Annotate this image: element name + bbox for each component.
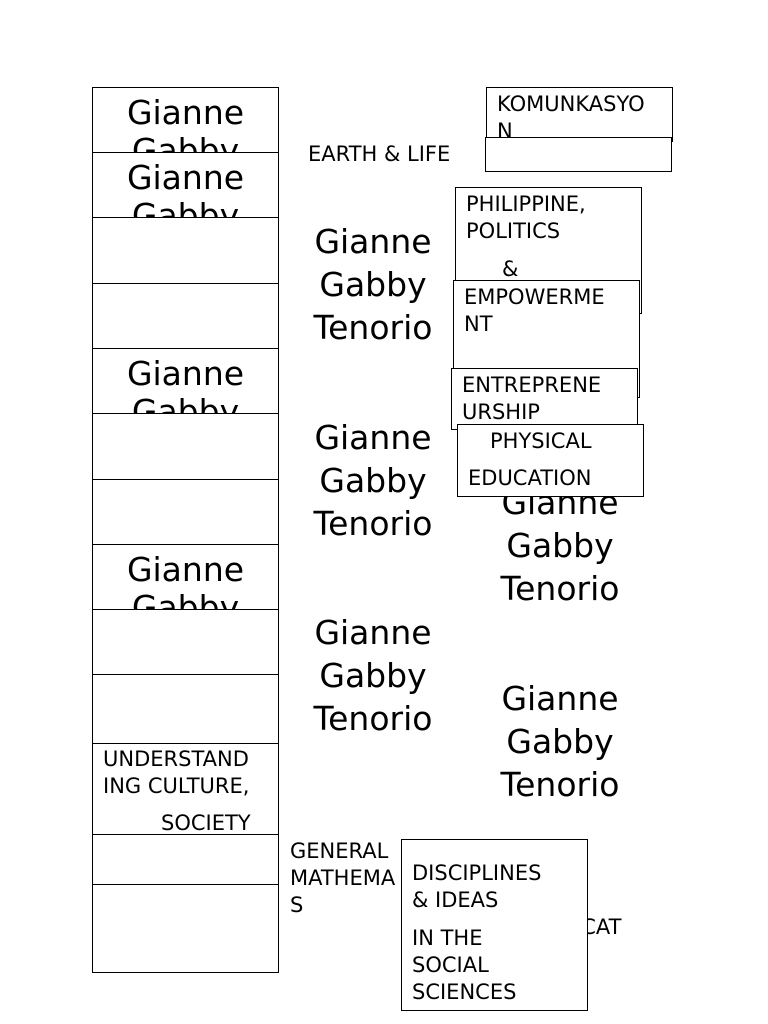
left-cell-8-text: Gianne Gabby bbox=[126, 550, 245, 610]
disciplines-box: DISCIPLINES & IDEAS IN THE SOCIAL SCIENC… bbox=[401, 839, 588, 1011]
left-cell-6 bbox=[92, 413, 279, 480]
name-block-4: Gianne Gabby Tenorio bbox=[500, 483, 620, 608]
left-cell-2-text: Gianne Gabby bbox=[126, 158, 245, 218]
entrepreneurship-box: ENTREPRENE URSHIP bbox=[451, 368, 638, 430]
left-cell-11: UNDERSTAND ING CULTURE, SOCIETY bbox=[92, 743, 279, 835]
name-block-2: Gianne Gabby Tenorio bbox=[313, 418, 433, 543]
left-cell-10 bbox=[92, 674, 279, 744]
understanding-culture-text: UNDERSTAND ING CULTURE, bbox=[103, 747, 250, 798]
empowerment-text: EMPOWERME NT bbox=[464, 285, 605, 336]
general-math-label: GENERAL MATHEMA S bbox=[290, 839, 396, 917]
name-block-5: Gianne Gabby Tenorio bbox=[500, 679, 620, 804]
society-text: SOCIETY bbox=[161, 811, 251, 835]
left-cell-2: Gianne Gabby bbox=[92, 152, 279, 218]
left-cell-13 bbox=[92, 884, 279, 973]
komunikasyon-box: KOMUNKASYO N bbox=[486, 87, 673, 142]
earth-life-box bbox=[485, 137, 672, 172]
left-cell-12 bbox=[92, 834, 279, 885]
left-cell-8: Gianne Gabby bbox=[92, 544, 279, 610]
in-the-social-text: IN THE SOCIAL SCIENCES bbox=[412, 926, 517, 1004]
ampersand-text: & bbox=[502, 257, 519, 281]
physical-text: PHYSICAL bbox=[490, 429, 592, 453]
left-cell-5-text: Gianne Gabby bbox=[126, 354, 245, 414]
left-cell-7 bbox=[92, 479, 279, 545]
name-block-1: Gianne Gabby Tenorio bbox=[313, 222, 433, 347]
left-cell-9 bbox=[92, 609, 279, 675]
left-cell-1-text: Gianne Gabby bbox=[126, 93, 245, 153]
education-text: EDUCATION bbox=[468, 466, 592, 490]
left-cell-1: Gianne Gabby bbox=[92, 87, 279, 153]
physical-education-box: PHYSICAL EDUCATION bbox=[457, 424, 644, 497]
left-cell-5: Gianne Gabby bbox=[92, 348, 279, 414]
name-block-3: Gianne Gabby Tenorio bbox=[313, 613, 433, 738]
left-cell-3 bbox=[92, 217, 279, 284]
komunikasyon-text: KOMUNKASYO N bbox=[497, 92, 645, 142]
philippine-politics-text: PHILIPPINE, POLITICS bbox=[466, 192, 586, 243]
entrepreneurship-text: ENTREPRENE URSHIP bbox=[462, 373, 602, 424]
disciplines-text: DISCIPLINES & IDEAS bbox=[412, 861, 542, 912]
earth-life-label: EARTH & LIFE bbox=[308, 142, 451, 166]
left-cell-4 bbox=[92, 283, 279, 349]
